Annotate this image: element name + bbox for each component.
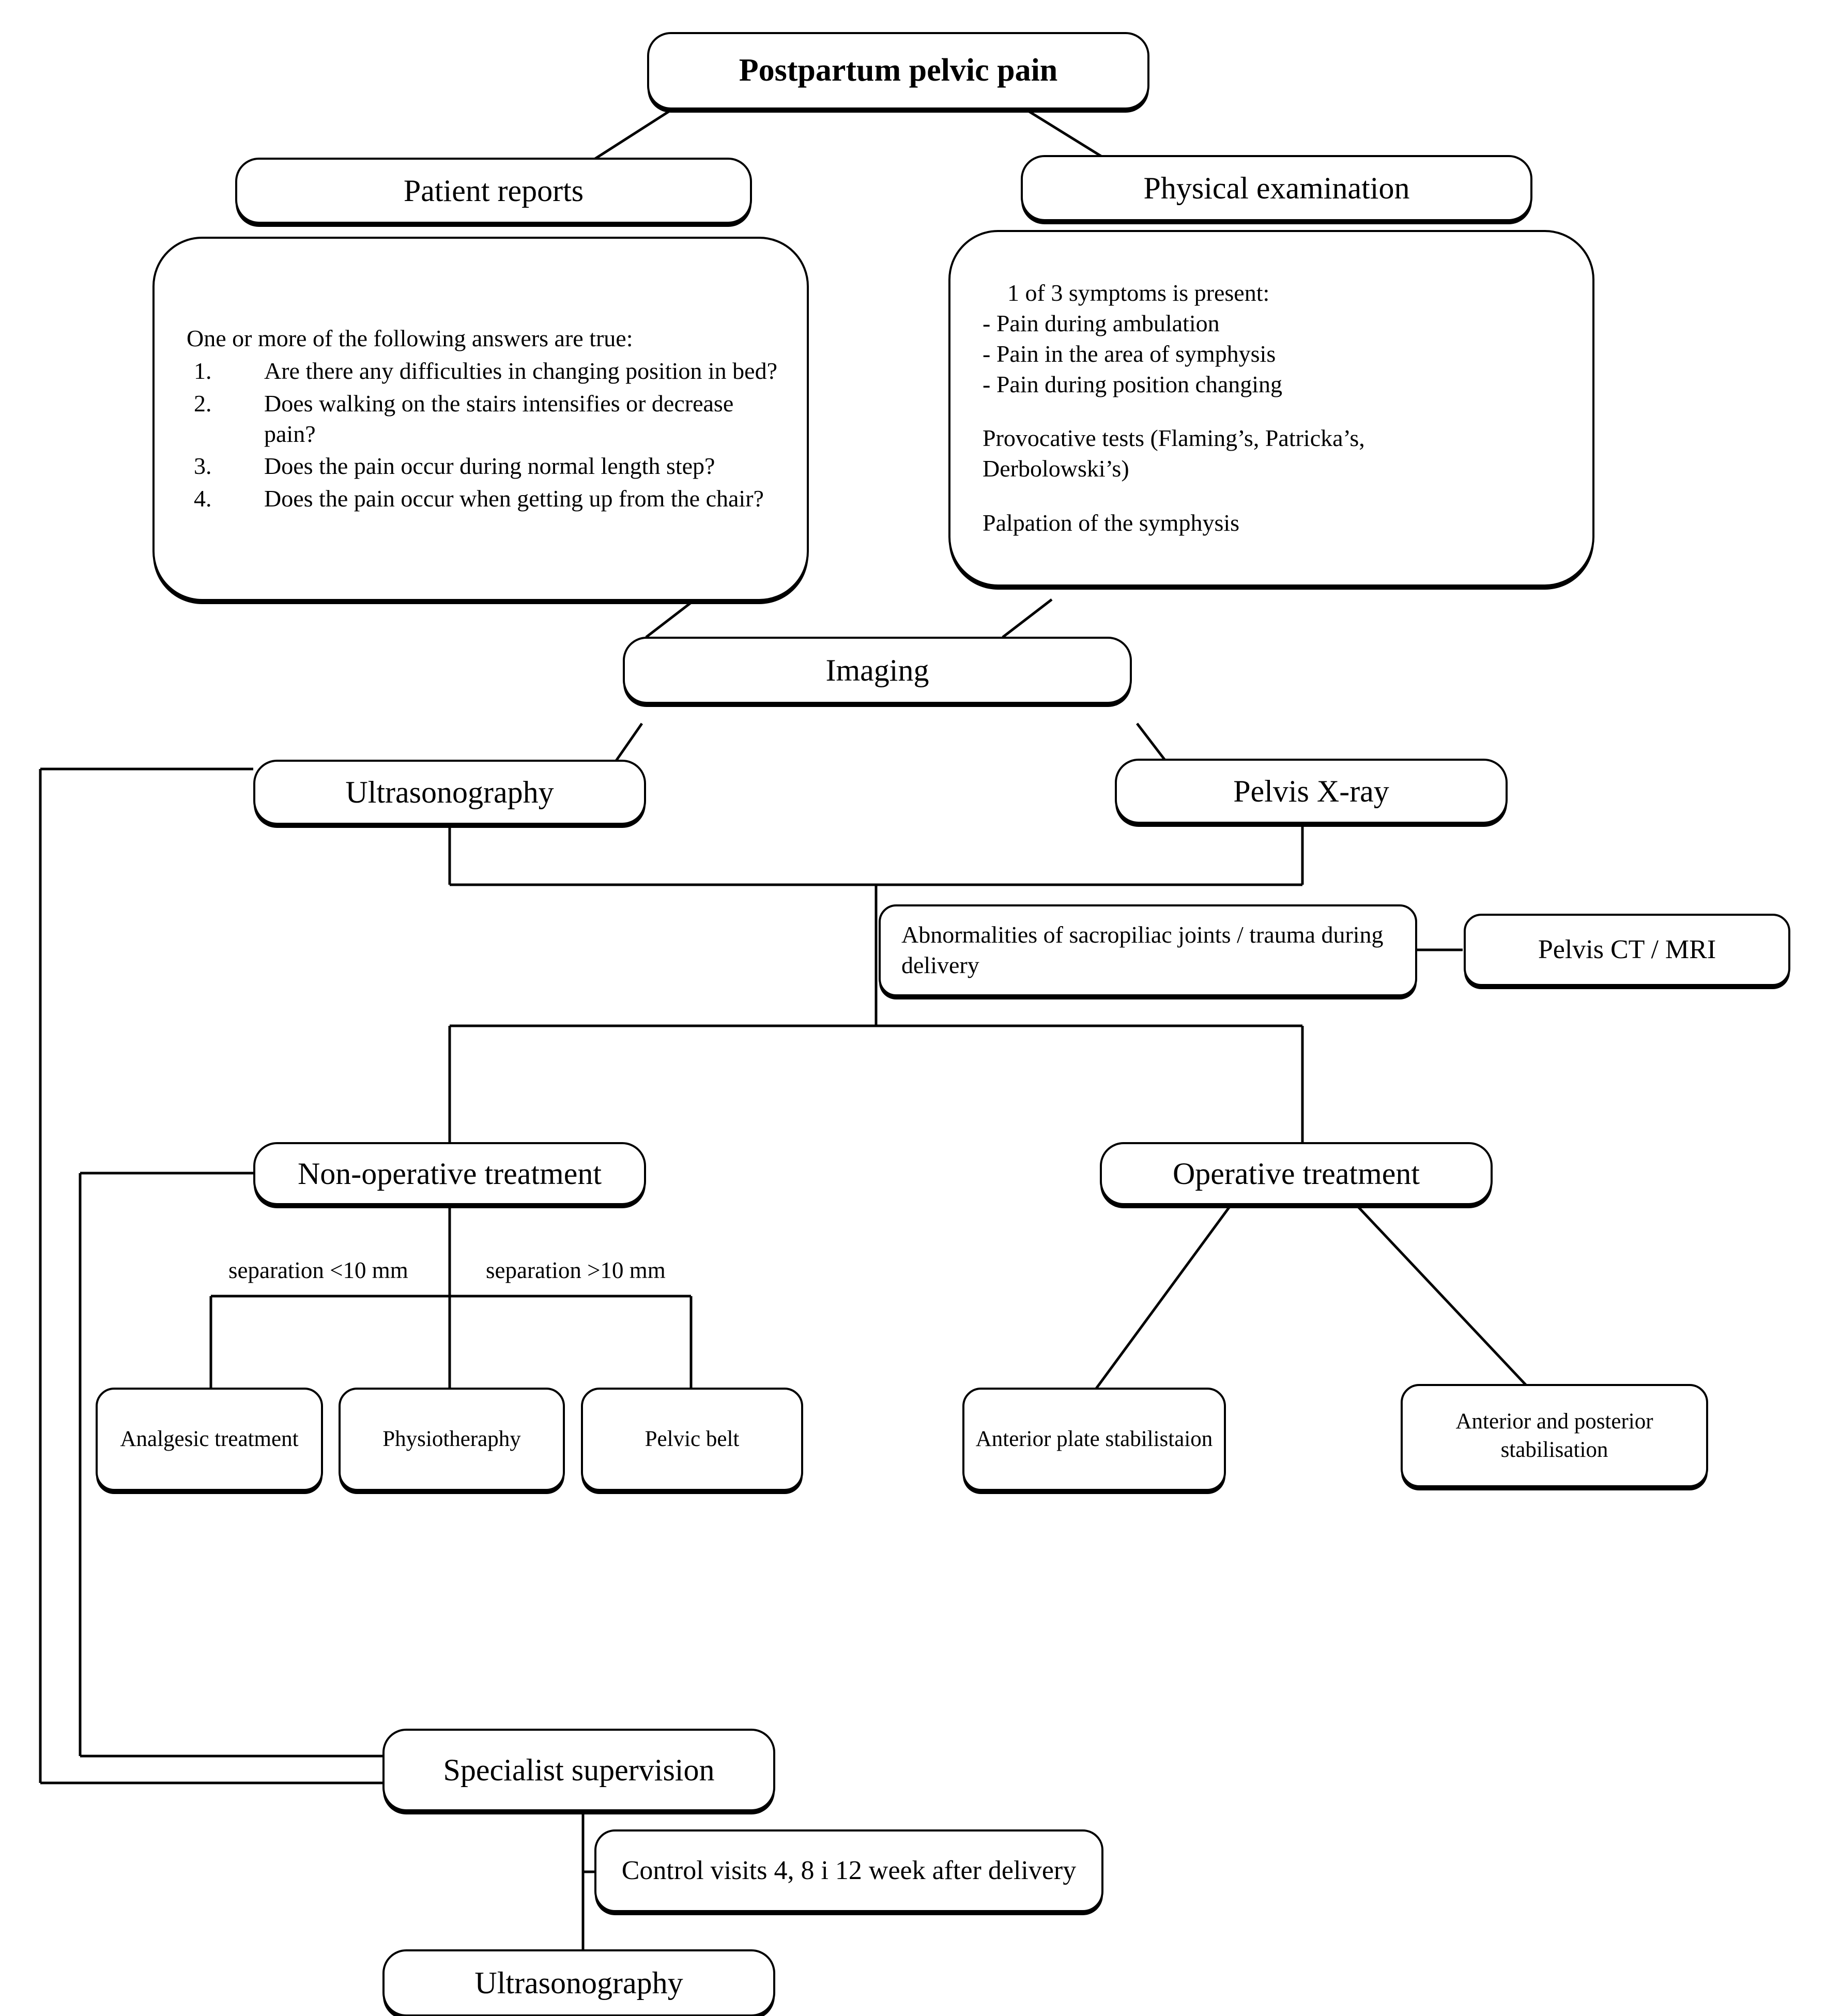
node-abnormalities[interactable]: Abnormalities of sacropiliac joints / tr… — [879, 904, 1417, 996]
physical-exam-intro: 1 of 3 symptoms is present: — [1007, 279, 1270, 306]
node-label-ultrasonography: Ultrasonography — [345, 775, 554, 809]
node-label-pelvis-ct-mri: Pelvis CT / MRI — [1538, 934, 1716, 964]
edge-root-to-physical-exam — [1025, 108, 1107, 161]
node-physical-examination-detail[interactable]: 1 of 3 symptoms is present: - Pain durin… — [948, 230, 1594, 587]
node-operative-treatment[interactable]: Operative treatment — [1100, 1142, 1493, 1205]
node-label-analgesic-treatment: Analgesic treatment — [120, 1427, 299, 1452]
physical-exam-palpation: Palpation of the symphysis — [983, 510, 1240, 536]
edge-patient-detail-to-imaging — [645, 598, 696, 638]
spacer — [983, 399, 1568, 423]
node-label-operative-treatment: Operative treatment — [1172, 1156, 1420, 1191]
node-control-visits[interactable]: Control visits 4, 8 i 12 week after deli… — [594, 1829, 1103, 1912]
list-item: - Pain during position changing — [983, 371, 1283, 397]
edge-operative-to-anterior-posterior — [1353, 1202, 1531, 1390]
list-item: - Pain during ambulation — [983, 310, 1220, 336]
patient-reports-question-list: 1. Are there any difficulties in changin… — [187, 356, 782, 514]
node-imaging[interactable]: Imaging — [623, 637, 1132, 704]
node-label-control-visits: Control visits 4, 8 i 12 week after deli… — [621, 1855, 1077, 1885]
node-label-anterior-posterior: Anterior and posterior stabilisation — [1455, 1409, 1653, 1462]
edge-label-separation-gt: separation >10 mm — [486, 1257, 666, 1283]
node-ultrasonography[interactable]: Ultrasonography — [253, 760, 646, 825]
node-physical-examination[interactable]: Physical examination — [1021, 155, 1532, 221]
node-label-patient-reports: Patient reports — [403, 173, 584, 208]
edge-physical-detail-to-imaging — [1002, 598, 1053, 638]
question-text: Are there any difficulties in changing p… — [264, 357, 777, 384]
question-text: Does the pain occur when getting up from… — [264, 485, 764, 512]
question-number: 3. — [194, 453, 212, 480]
node-label-pelvis-xray: Pelvis X-ray — [1233, 774, 1389, 808]
node-label-followup-ultrasonography: Ultrasonography — [474, 1965, 683, 2000]
physical-examination-content: 1 of 3 symptoms is present: - Pain durin… — [983, 278, 1568, 538]
node-label-pelvic-belt: Pelvic belt — [645, 1427, 740, 1452]
node-label-physiotheraphy: Physiotheraphy — [382, 1427, 521, 1452]
node-label-anterior-plate: Anterior plate stabilistaion — [975, 1427, 1213, 1452]
list-item: 4. Does the pain occur when getting up f… — [187, 484, 782, 514]
patient-reports-intro: One or more of the following answers are… — [187, 325, 633, 351]
question-text: Does walking on the stairs intensifies o… — [264, 390, 734, 447]
node-patient-reports[interactable]: Patient reports — [235, 158, 752, 224]
node-label-imaging: Imaging — [825, 653, 929, 687]
patient-reports-content: One or more of the following answers are… — [187, 324, 782, 514]
physical-exam-provocative-tests: Provocative tests (Flaming’s, Patricka’s… — [983, 425, 1365, 482]
node-non-operative-treatment[interactable]: Non-operative treatment — [253, 1142, 646, 1205]
node-pelvic-belt[interactable]: Pelvic belt — [581, 1388, 803, 1491]
node-label-non-operative-treatment: Non-operative treatment — [297, 1156, 602, 1191]
question-number: 4. — [194, 485, 212, 512]
edge-operative-to-anterior-plate — [1094, 1202, 1234, 1390]
node-followup-ultrasonography[interactable]: Ultrasonography — [382, 1949, 775, 2016]
list-item: 1. Are there any difficulties in changin… — [187, 356, 782, 387]
node-analgesic-treatment[interactable]: Analgesic treatment — [96, 1388, 323, 1491]
question-number: 1. — [194, 357, 212, 384]
spacer — [983, 484, 1568, 508]
list-item: 2. Does walking on the stairs intensifie… — [187, 389, 782, 450]
node-postpartum-pelvic-pain[interactable]: Postpartum pelvic pain — [647, 32, 1149, 110]
physical-exam-symptom-list: - Pain during ambulation - Pain in the a… — [983, 309, 1568, 400]
question-number: 2. — [194, 390, 212, 417]
edge-imaging-to-pelvis-xray — [1136, 722, 1167, 762]
node-label-specialist-supervision: Specialist supervision — [443, 1752, 715, 1787]
list-item: 3. Does the pain occur during normal len… — [187, 451, 782, 482]
list-item: - Pain in the area of symphysis — [983, 340, 1276, 367]
question-text: Does the pain occur during normal length… — [264, 453, 715, 480]
node-patient-reports-detail[interactable]: One or more of the following answers are… — [152, 237, 809, 601]
edge-imaging-to-ultrasonography — [615, 722, 643, 762]
node-label-root: Postpartum pelvic pain — [739, 53, 1058, 88]
node-pelvis-xray[interactable]: Pelvis X-ray — [1115, 759, 1508, 824]
node-anterior-plate-stabilistaion[interactable]: Anterior plate stabilistaion — [962, 1388, 1226, 1491]
node-pelvis-ct-mri[interactable]: Pelvis CT / MRI — [1464, 914, 1790, 986]
edge-label-separation-lt: separation <10 mm — [228, 1257, 408, 1283]
node-label-abnormalities: Abnormalities of sacropiliac joints / tr… — [901, 921, 1384, 978]
edge-root-to-patient-reports — [593, 108, 673, 161]
node-anterior-posterior-stabilisation[interactable]: Anterior and posterior stabilisation — [1401, 1384, 1708, 1487]
node-label-physical-examination: Physical examination — [1143, 171, 1410, 205]
node-physiotheraphy[interactable]: Physiotheraphy — [339, 1388, 565, 1491]
node-specialist-supervision[interactable]: Specialist supervision — [382, 1729, 775, 1811]
